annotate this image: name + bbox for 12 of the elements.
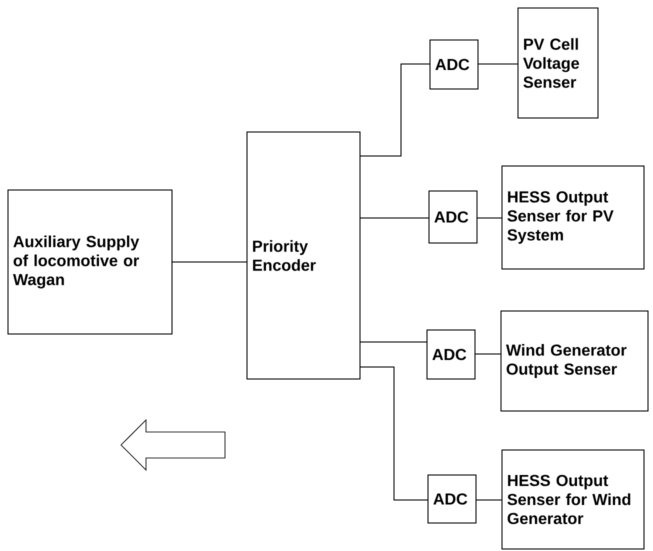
sensor-box: Wind Generator Output Senser — [500, 310, 648, 412]
adc-box: ADC — [428, 190, 478, 244]
connector-line — [360, 64, 430, 156]
sensor-box: HESS Output Senser for PV System — [502, 166, 644, 270]
adc-box: ADC — [430, 40, 478, 90]
supply-box: Auxiliary Supply of locomotive or Wagan — [8, 190, 172, 334]
sensor-box: PV Cell Voltage Senser — [518, 8, 598, 118]
connector-line — [360, 366, 428, 500]
sensor-box: HESS Output Senser for Wind Generator — [502, 450, 644, 550]
adc-box: ADC — [426, 330, 476, 380]
encoder-box: Priority Encoder — [246, 132, 360, 380]
adc-box: ADC — [428, 474, 476, 524]
